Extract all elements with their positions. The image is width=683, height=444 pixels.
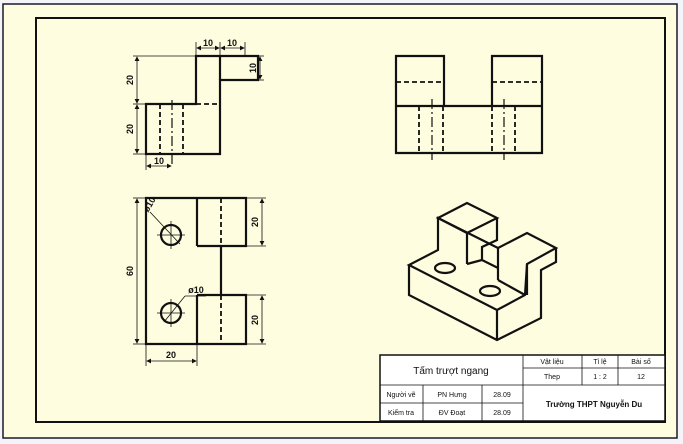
dim-width: 20	[166, 350, 176, 360]
sheet-value: 12	[637, 374, 645, 381]
isometric-view	[406, 201, 559, 342]
dim-right-top: 20	[250, 217, 260, 227]
title-block: Tấm trượt ngang Vật liệu Thep Tỉ lệ 1 : …	[379, 354, 666, 422]
drawn-by-name: PN Hưng	[437, 392, 466, 399]
dim-hole-bottom: ø10	[188, 285, 204, 295]
scale-label: Tỉ lệ	[593, 358, 606, 366]
dim-front-right-height: 10	[248, 63, 258, 73]
dim-right-bottom: 20	[250, 315, 260, 325]
dim-front-bottom-width: 10	[154, 156, 164, 166]
drawn-by-label: Người vẽ	[386, 392, 415, 399]
dim-front-lower-height: 20	[125, 124, 135, 134]
dim-total-length: 60	[125, 266, 135, 276]
side-view	[394, 54, 544, 160]
school-name: Trường THPT Nguyễn Du	[546, 400, 642, 409]
dim-front-upper-height: 20	[125, 75, 135, 85]
material-label: Vật liệu	[540, 359, 563, 366]
dim-front-top-left: 10	[203, 38, 213, 48]
checked-by-date: 28.09	[493, 410, 511, 417]
scale-value: 1 : 2	[593, 374, 607, 381]
material-value: Thep	[544, 374, 560, 381]
front-view: 10 10 10 20 20 10	[125, 38, 264, 170]
sheet-label: Bài số	[631, 357, 651, 366]
dim-front-top-right: 10	[227, 38, 237, 48]
checked-by-name: ĐV Đoạt	[439, 410, 466, 417]
drawn-by-date: 28.09	[493, 392, 511, 399]
checked-by-label: Kiểm tra	[388, 409, 414, 417]
drawing-frame	[35, 17, 666, 423]
drawing-title: Tấm trượt ngang	[413, 365, 489, 377]
